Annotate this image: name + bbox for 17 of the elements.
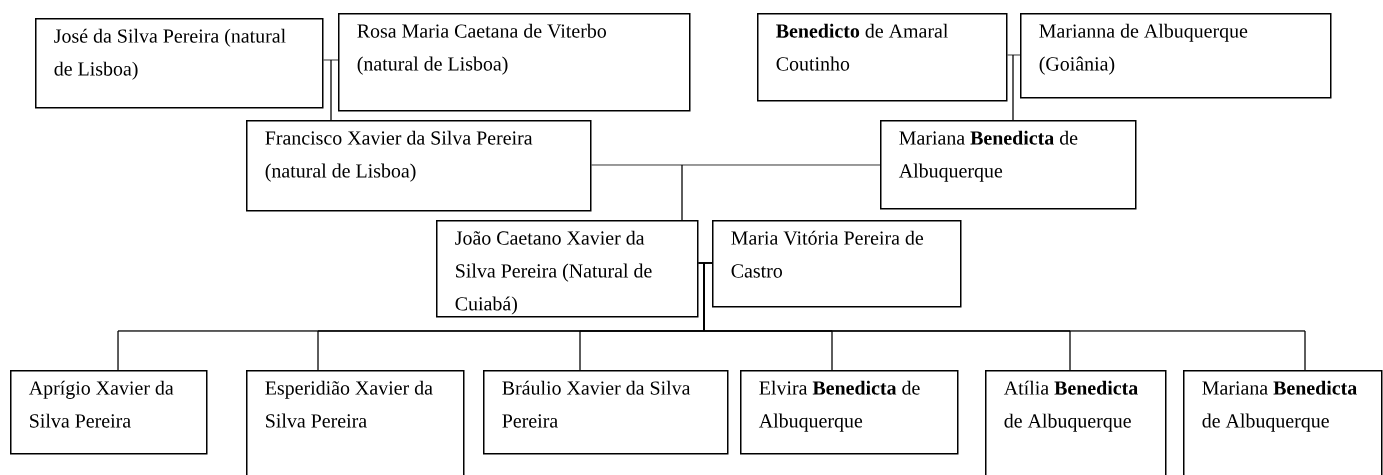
person-box: Esperidião Xavier da Silva Pereira — [246, 370, 465, 475]
person-box: José da Silva Pereira (natural de Lisboa) — [35, 18, 324, 109]
person-box: Elvira Benedicta de Albuquerque — [740, 370, 959, 455]
person-box: Mariana Benedicta de Albuquerque — [1183, 370, 1383, 475]
person-box: Bráulio Xavier da Silva Pereira — [483, 370, 729, 455]
person-box: Marianna de Albuquerque (Goiânia) — [1020, 13, 1332, 99]
person-box: Maria Vitória Pereira de Castro — [712, 220, 962, 308]
connector-line — [330, 59, 339, 121]
person-box: Francisco Xavier da Silva Pereira (natural de Lisboa) — [246, 120, 592, 212]
person-box: Atília Benedicta de Albuquerque — [985, 370, 1167, 475]
person-box: Aprígio Xavier da Silva Pereira — [10, 370, 208, 455]
connector-line — [1012, 54, 1021, 121]
person-box: Benedicto de Amaral Coutinho — [757, 13, 1008, 102]
connector-line — [681, 164, 881, 221]
person-box: João Caetano Xavier da Silva Pereira (Natural de Cuiabá) — [436, 220, 699, 318]
person-box: Mariana Benedicta de Albuquerque — [880, 120, 1137, 210]
person-box: Rosa Maria Caetana de Viterbo (natural de Lisboa) — [338, 13, 691, 112]
